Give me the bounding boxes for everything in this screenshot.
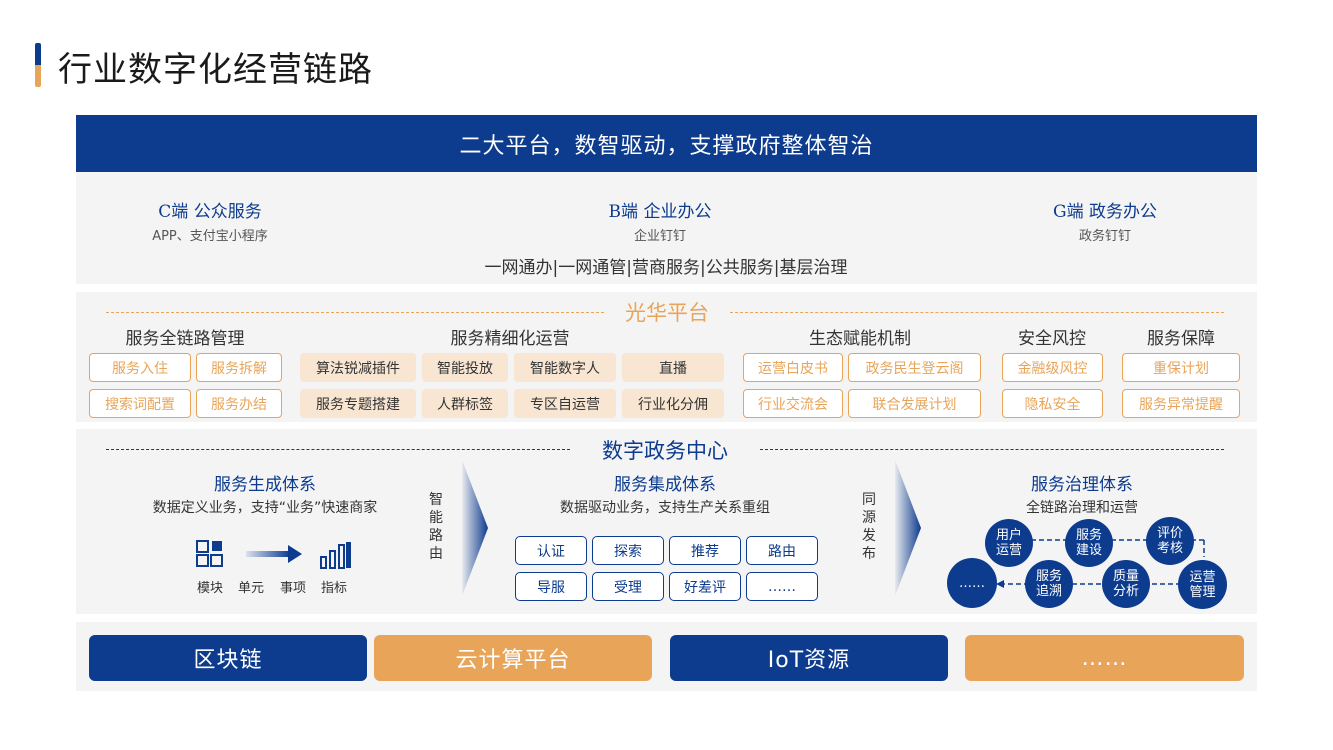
tag-smart-delivery: 智能投放 (422, 353, 508, 382)
tag-digital-human: 智能数字人 (514, 353, 616, 382)
tag-algo-plugin: 算法锐减插件 (300, 353, 416, 382)
routing-arrow-icon (462, 460, 488, 596)
gov-system-sub: 全链路治理和运营 (1026, 500, 1138, 516)
base-more: …… (965, 635, 1244, 681)
tag-live: 直播 (622, 353, 724, 382)
tag-auth: 认证 (515, 536, 587, 565)
circle-ops-mgmt: 运营管理 (1178, 560, 1227, 609)
tag-accept: 受理 (592, 572, 664, 601)
tag-privacy: 隐私安全 (1002, 389, 1103, 418)
circle-more-label: …… (959, 575, 985, 591)
channel-g-title: G端 政务办公 (1053, 202, 1157, 222)
title-accent-bottom (35, 65, 41, 87)
integ-system-title: 服务集成体系 (614, 475, 716, 495)
guanghua-title: 光华平台 (625, 301, 709, 325)
publish-arrow-icon (895, 460, 921, 596)
circle-quality-label: 质量分析 (1112, 569, 1139, 599)
tag-search-config: 搜索词配置 (89, 389, 191, 418)
tag-joint-plan: 联合发展计划 (848, 389, 981, 418)
icon-label-module: 模块 (196, 581, 223, 596)
tag-crowd-label: 人群标签 (422, 389, 508, 418)
module-icon (196, 540, 223, 567)
banner: 二大平台，数智驱动，支撑政府整体智治 (76, 115, 1257, 172)
circle-service-build: 服务建设 (1065, 519, 1113, 567)
tag-recommend: 推荐 (669, 536, 741, 565)
guanghua-dash-right (730, 312, 1224, 313)
circle-trace-label: 服务追溯 (1035, 569, 1062, 599)
gen-system-sub: 数据定义业务，支持“业务”快速商家 (152, 500, 378, 516)
tag-whitepaper: 运营白皮书 (743, 353, 843, 382)
center-title: 数字政务中心 (602, 439, 728, 463)
group-title-eco: 生态赋能机制 (809, 329, 911, 349)
group-title-guarantee: 服务保障 (1147, 329, 1215, 349)
tag-service-split: 服务拆解 (196, 353, 282, 382)
circle-trace: 服务追溯 (1025, 560, 1073, 608)
arrow2-label: 同源发布 (862, 492, 876, 562)
center-dash-right (760, 449, 1224, 450)
icon-label-unit: 单元 (237, 581, 264, 596)
circle-evaluation-label: 评价考核 (1156, 526, 1183, 556)
group-title-chain: 服务全链路管理 (125, 329, 245, 349)
title-accent-top (35, 43, 41, 65)
icon-label-metric: 指标 (320, 581, 347, 596)
gov-system-title: 服务治理体系 (1031, 475, 1133, 495)
circle-more: …… (947, 558, 997, 608)
tag-industry-meetup: 行业交流会 (743, 389, 843, 418)
tag-guide: 导服 (515, 572, 587, 601)
channel-b-sub: 企业钉钉 (633, 229, 686, 244)
tag-finance-risk: 金融级风控 (1002, 353, 1103, 382)
tag-topic-build: 服务专题搭建 (300, 389, 416, 418)
page-title: 行业数字化经营链路 (58, 50, 373, 90)
circle-quality: 质量分析 (1102, 560, 1150, 608)
circle-evaluation: 评价考核 (1146, 517, 1194, 565)
channels-panel (76, 172, 1257, 284)
tag-cloud-pavilion: 政务民生登云阁 (848, 353, 981, 382)
circle-user-ops: 用户运营 (985, 519, 1033, 567)
capabilities-line: 一网通办|一网通管|营商服务|公共服务|基层治理 (484, 258, 848, 278)
tag-anomaly-alert: 服务异常提醒 (1122, 389, 1240, 418)
icon-label-item: 事项 (279, 581, 306, 596)
tag-industry-share: 行业化分佣 (622, 389, 724, 418)
tag-route: 路由 (746, 536, 818, 565)
tag-key-guarantee: 重保计划 (1122, 353, 1240, 382)
tag-explore: 探索 (592, 536, 664, 565)
arrow1-label: 智能路由 (429, 492, 443, 562)
base-iot: IoT资源 (670, 635, 948, 681)
center-dash-left (106, 449, 570, 450)
base-blockchain: 区块链 (89, 635, 367, 681)
channel-c-title: C端 公众服务 (158, 202, 262, 222)
group-title-security: 安全风控 (1018, 329, 1086, 349)
channel-c-sub: APP、支付宝小程序 (152, 229, 268, 244)
group-title-ops: 服务精细化运营 (450, 329, 570, 349)
base-cloud: 云计算平台 (374, 635, 652, 681)
tag-zone-ops: 专区自运营 (514, 389, 616, 418)
channel-b-title: B端 企业办公 (608, 202, 712, 222)
metric-bars-icon (320, 542, 351, 569)
gen-system-title: 服务生成体系 (214, 475, 316, 495)
tag-service-entry: 服务入住 (89, 353, 191, 382)
guanghua-dash-left (106, 312, 604, 313)
tag-more: …… (746, 572, 818, 601)
circle-ops-mgmt-label: 运营管理 (1189, 569, 1216, 600)
integ-system-sub: 数据驱动业务，支持生产关系重组 (560, 500, 770, 516)
unit-to-item-arrow-icon (246, 545, 302, 563)
circle-user-ops-label: 用户运营 (995, 528, 1022, 558)
tag-service-finish: 服务办结 (196, 389, 282, 418)
channel-g-sub: 政务钉钉 (1078, 229, 1131, 244)
circle-service-build-label: 服务建设 (1075, 528, 1102, 558)
tag-rating: 好差评 (669, 572, 741, 601)
